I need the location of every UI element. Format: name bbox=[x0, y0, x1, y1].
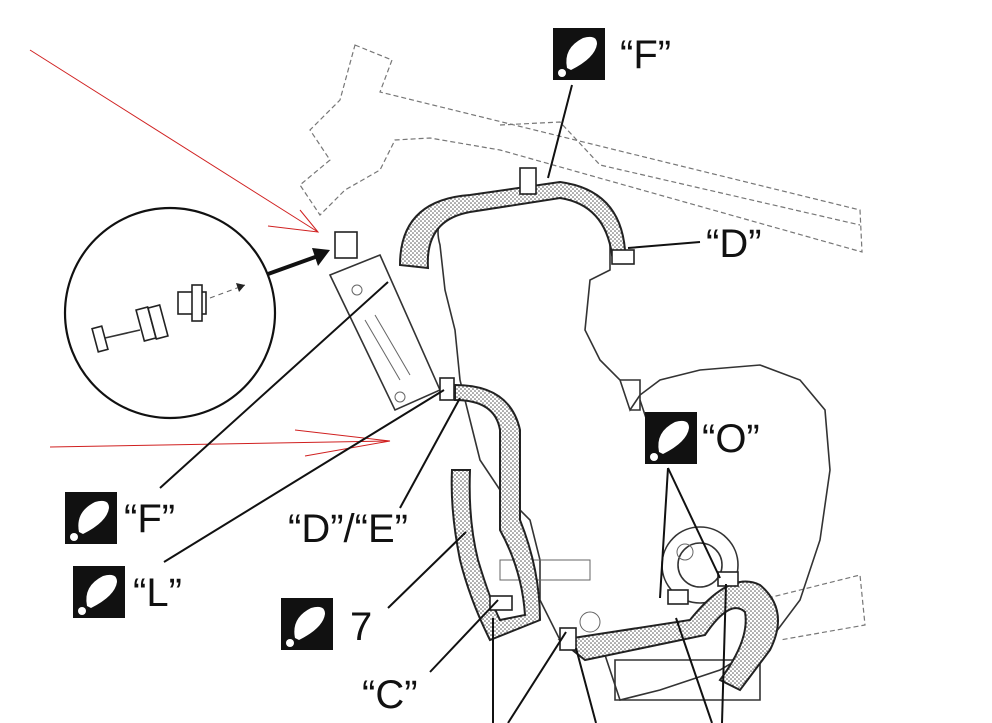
vehicle-frame bbox=[299, 44, 866, 641]
lubricant-drop-icon bbox=[281, 598, 333, 650]
lubricant-drop-icon bbox=[553, 28, 605, 80]
lubricant-drop-icon bbox=[73, 566, 125, 618]
callout-f-top: “F” bbox=[620, 33, 671, 77]
radiator-bracket bbox=[328, 253, 442, 412]
lubricant-drop-icon bbox=[65, 492, 117, 544]
callout-f-left: “F” bbox=[124, 497, 175, 541]
inset-arrow bbox=[267, 231, 358, 276]
callout-c-bottom: “C” bbox=[362, 673, 418, 717]
hose-clamps bbox=[439, 167, 739, 651]
callout-o-right: “O” bbox=[702, 417, 760, 461]
callout-seven: 7 bbox=[350, 605, 372, 649]
detail-inset bbox=[63, 206, 277, 420]
red-pointer-lines bbox=[29, 49, 391, 457]
callout-l-left: “L” bbox=[133, 571, 182, 615]
callout-d-right: “D” bbox=[706, 222, 762, 266]
lubricant-drop-icon bbox=[645, 412, 697, 464]
callout-d-e: “D”/“E” bbox=[288, 507, 408, 551]
leader-lines bbox=[159, 84, 727, 723]
